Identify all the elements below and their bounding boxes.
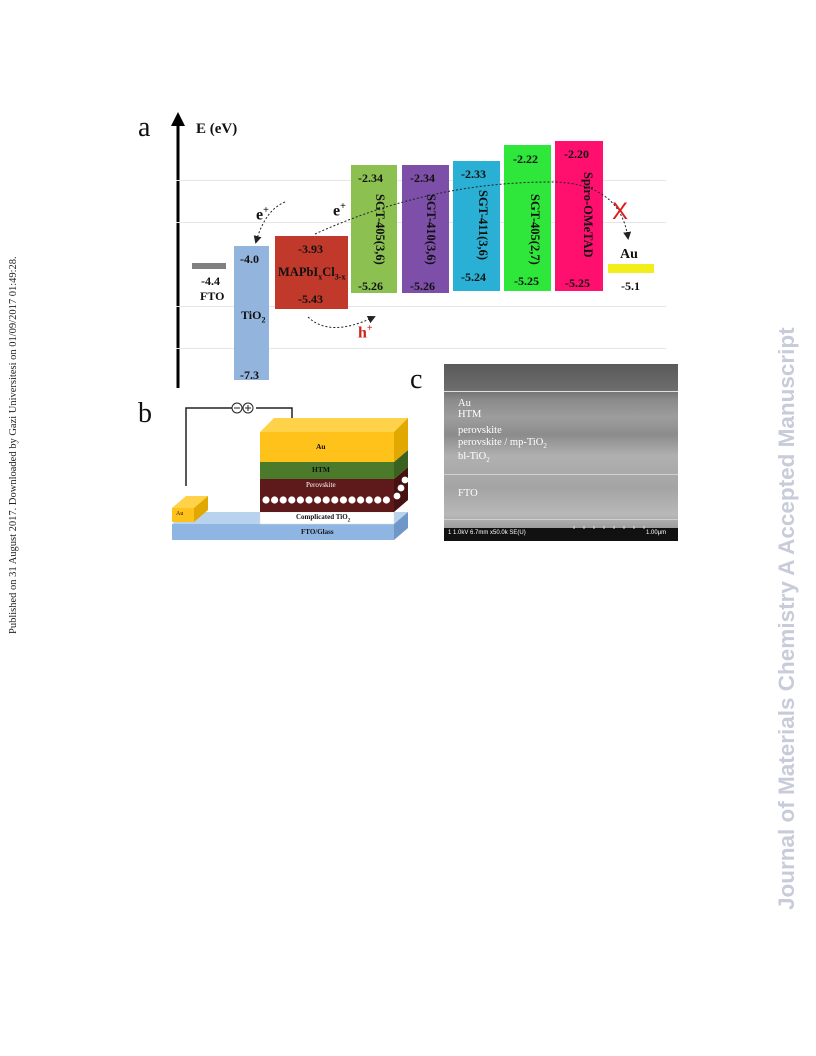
layer-label-htm: HTM: [312, 465, 330, 474]
publication-note: Published on 31 August 2017. Downloaded …: [2, 248, 19, 634]
panel-b: b Au HTM Perovskite Complicated TiO2 FTO…: [136, 396, 416, 546]
tio2-particle: [397, 484, 405, 492]
perovskite-bottom-value: -5.43: [298, 292, 323, 306]
tio2-particle: [393, 492, 401, 500]
au-level-value: -5.1: [621, 279, 640, 293]
tio2-particle: [401, 476, 409, 484]
htm-top-value: -2.34: [410, 171, 435, 185]
hole-transfer-arrow: [307, 315, 376, 328]
htm-bar-sgt-410-36: [402, 165, 449, 293]
device-schematic: [172, 402, 408, 540]
htm-bottom-value: -5.25: [565, 276, 590, 290]
blocked-transfer-mark: X: [612, 198, 629, 225]
gridline: [176, 348, 666, 349]
perovskite-label: MAPbIxCl3-x: [278, 265, 346, 282]
gridline: [176, 306, 666, 307]
tio2-bottom-value: -7.3: [240, 368, 259, 382]
sem-label-perovskite: perovskite: [458, 425, 502, 436]
mesoporous-particles: [262, 476, 409, 504]
publication-note-text: Published on 31 August 2017. Downloaded …: [8, 256, 19, 634]
charge-transfer-arrows: [253, 181, 632, 328]
hole-label: h+: [358, 323, 373, 342]
tio2-label: TiO2: [241, 308, 266, 325]
journal-watermark-text: Journal of Materials Chemistry A Accepte…: [774, 327, 799, 910]
sem-scale-bar-label: 1.00μm: [646, 530, 667, 536]
htm-top-value: -2.22: [513, 152, 538, 166]
sem-line: [444, 519, 678, 520]
htm-bar-sgt-405-27: [504, 145, 551, 291]
layer-label-substrate: FTO/Glass: [301, 528, 334, 536]
layer-label-tio2: Complicated TiO2: [296, 513, 351, 524]
panel-c: c Au HTM perovskite perovskite / mp-TiO2…: [408, 362, 680, 544]
htm-top-value: -2.34: [358, 171, 383, 185]
htm-bar-sgt-411-36: [453, 161, 500, 291]
tio2-particle: [305, 496, 313, 504]
htm-bottom-value: -5.26: [358, 279, 383, 293]
tio2-particle: [296, 496, 304, 504]
energy-axis-label: E (eV): [196, 121, 238, 137]
tio2-band-bar: [234, 246, 269, 380]
tio2-particle: [365, 496, 373, 504]
layer-label-perovskite: Perovskite: [306, 481, 336, 489]
tio2-particle: [374, 496, 382, 504]
sem-label-htm: HTM: [458, 409, 482, 420]
htm-bottom-value: -5.26: [410, 279, 435, 293]
htm-bottom-value: -5.25: [514, 274, 539, 288]
fto-level-bar: [192, 263, 226, 269]
sem-line: [444, 391, 678, 392]
electron-label-1: e+: [256, 205, 269, 224]
tio2-particle: [271, 496, 279, 504]
sem-label-bl-tio2: bl-TiO2: [458, 451, 490, 465]
contact-label-au: Au: [176, 511, 184, 517]
sem-scale-ticks: [573, 526, 645, 529]
sem-line: [444, 474, 678, 475]
sem-label-fto: FTO: [458, 488, 478, 499]
tio2-particle: [279, 496, 287, 504]
perovskite-top-value: -3.93: [298, 242, 323, 256]
tio2-particle: [331, 496, 339, 504]
sem-cross-section-image: [444, 364, 678, 541]
tio2-particle: [262, 496, 270, 504]
htm-bar-spiro-ometad: [555, 141, 603, 291]
energy-axis-arrow: [171, 112, 185, 388]
tio2-particle: [288, 496, 296, 504]
fto-label: FTO: [200, 289, 225, 303]
journal-watermark: Journal of Materials Chemistry A Accepte…: [770, 150, 806, 910]
perovskite-band-bar: [275, 236, 348, 309]
htm-top-value: -2.33: [461, 167, 486, 181]
electron-label-2: e+: [333, 201, 346, 220]
tio2-particle: [348, 496, 356, 504]
tio2-particle: [382, 496, 390, 504]
tio2-particle: [322, 496, 330, 504]
panel-a-letter: a: [138, 112, 151, 143]
tio2-particle: [357, 496, 365, 504]
fto-level-value: -4.4: [201, 274, 220, 288]
htm-bottom-value: -5.24: [461, 270, 486, 284]
panel-a: a E (eV) -4.4 FTO -4.0 TiO2 -7.3 -3.93 M…: [130, 110, 670, 390]
panel-c-letter: c: [410, 364, 423, 395]
au-label: Au: [620, 247, 638, 262]
htm-top-value: -2.20: [564, 147, 589, 161]
tio2-particle: [339, 496, 347, 504]
sem-label-perovskite-mp-tio2: perovskite / mp-TiO2: [458, 437, 547, 451]
sem-scale-info: 1 1.0kV 6.7mm x50.0k SE(U): [448, 530, 526, 536]
sem-info-bar: [444, 528, 678, 541]
electron-transfer-arrow-au: [314, 181, 632, 240]
panel-b-letter: b: [138, 398, 152, 429]
au-level-bar: [608, 264, 654, 273]
tio2-top-value: -4.0: [240, 252, 259, 266]
layer-label-au: Au: [316, 442, 326, 451]
tio2-particle: [314, 496, 322, 504]
sem-label-au: Au: [458, 398, 471, 409]
electron-transfer-arrow-tio2: [253, 201, 286, 244]
htm-bar-sgt-405-36: [351, 165, 397, 293]
